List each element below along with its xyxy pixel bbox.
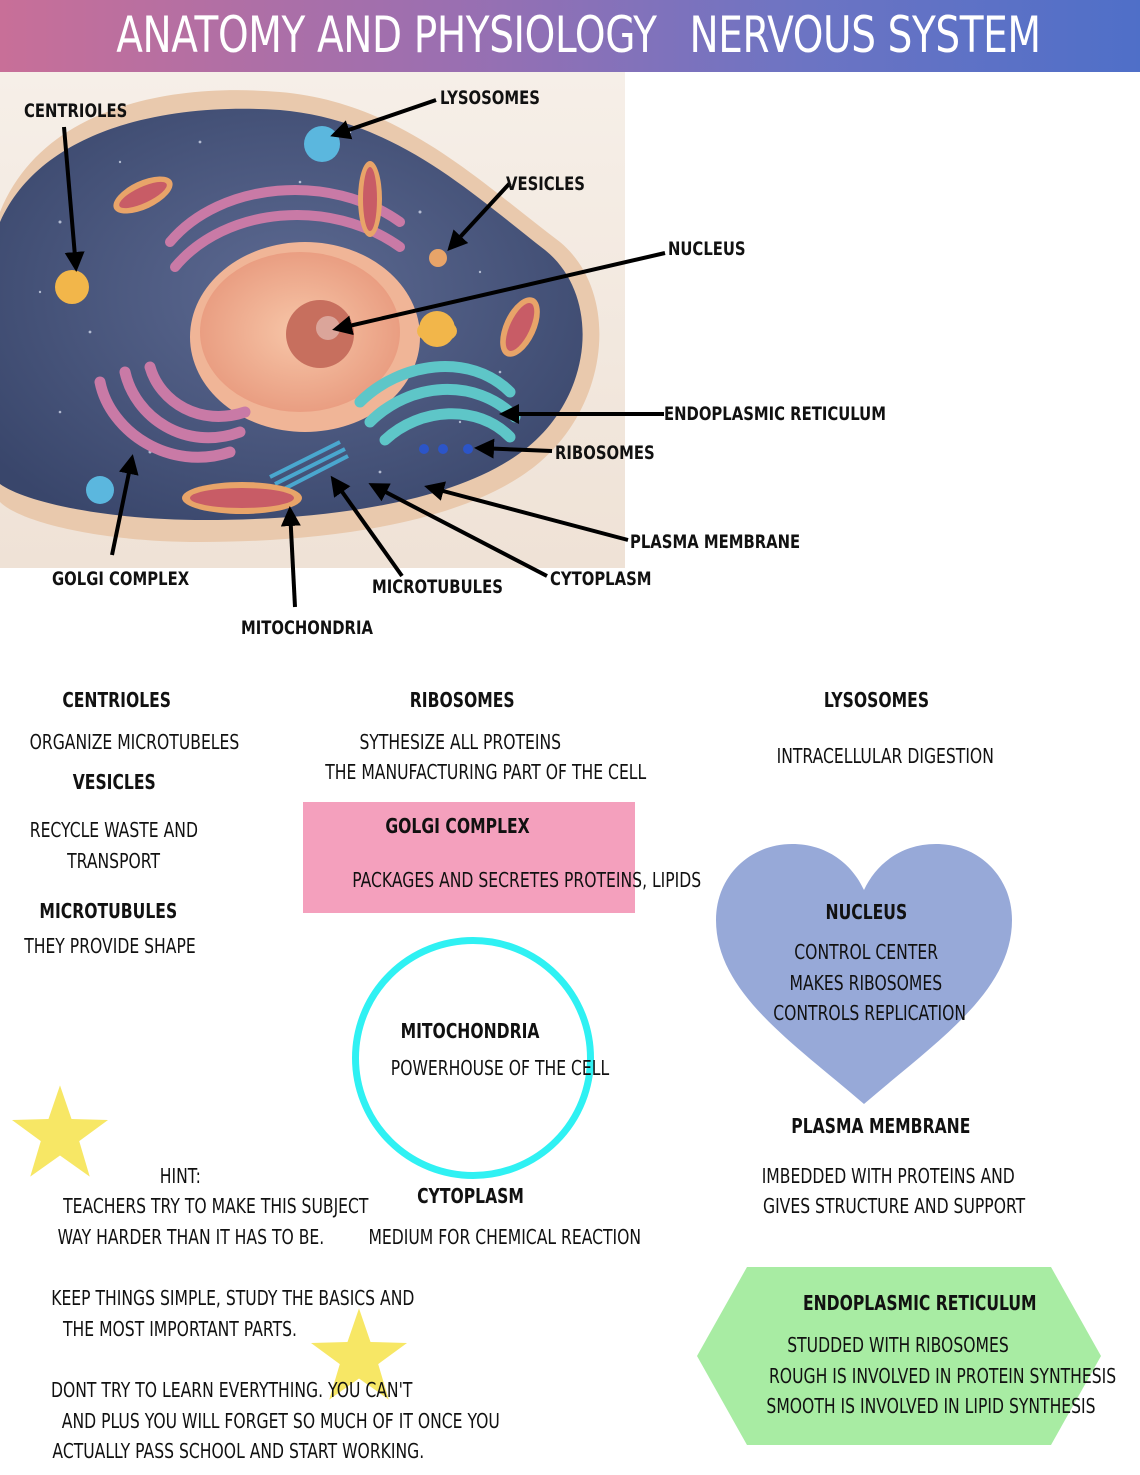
golgi-box (303, 802, 635, 913)
hint-title: HINT: (159, 1164, 201, 1188)
note-er-line-1: STUDDED WITH RIBOSOMES (787, 1333, 1009, 1357)
title-left: ANATOMY AND PHYSIOLOGY (116, 6, 657, 64)
label-golgi-complex: GOLGI COMPLEX (52, 568, 190, 590)
note-ribosomes-title: RIBOSOMES (409, 688, 515, 712)
note-microtubules-title: MICROTUBULES (39, 899, 177, 923)
nucleus-heart (716, 844, 1012, 1104)
note-ribosomes-line-1: SYTHESIZE ALL PROTEINS (359, 730, 561, 754)
note-lysosomes-title: LYSOSOMES (823, 688, 929, 712)
note-centrioles-text: ORGANIZE MICROTUBELES (29, 730, 240, 754)
star-icon (311, 1308, 407, 1400)
hint-line-1: TEACHERS TRY TO MAKE THIS SUBJECT (63, 1194, 369, 1218)
note-microtubules-text: THEY PROVIDE SHAPE (24, 934, 196, 958)
note-nucleus-line-2: MAKES RIBOSOMES (789, 971, 943, 995)
label-arrows (62, 98, 666, 608)
hint-line-6: AND PLUS YOU WILL FORGET SO MUCH OF IT O… (61, 1409, 500, 1433)
label-microtubules: MICROTUBULES (372, 576, 503, 598)
hint-line-3: KEEP THINGS SIMPLE, STUDY THE BASICS AND (51, 1286, 415, 1310)
note-er-line-3: SMOOTH IS INVOLVED IN LIPID SYNTHESIS (766, 1394, 1096, 1418)
note-er-line-2: ROUGH IS INVOLVED IN PROTEIN SYNTHESIS (768, 1364, 1117, 1388)
star-icon (12, 1085, 108, 1177)
hint-line-4: THE MOST IMPORTANT PARTS. (62, 1317, 297, 1341)
label-cytoplasm: CYTOPLASM (550, 568, 652, 590)
note-vesicles-title: VESICLES (72, 770, 156, 794)
hint-line-2: WAY HARDER THAN IT HAS TO BE. (57, 1225, 325, 1249)
note-golgi-title: GOLGI COMPLEX (385, 814, 531, 838)
note-centrioles-title: CENTRIOLES (62, 688, 172, 712)
note-lysosomes-text: INTRACELLULAR DIGESTION (776, 744, 994, 768)
label-centrioles: CENTRIOLES (24, 100, 128, 122)
note-cytoplasm-title: CYTOPLASM (416, 1184, 524, 1208)
note-nucleus-line-3: CONTROLS REPLICATION (773, 1001, 967, 1025)
label-vesicles: VESICLES (506, 173, 585, 195)
note-ribosomes-line-2: THE MANUFACTURING PART OF THE CELL (325, 760, 647, 784)
label-nucleus: NUCLEUS (668, 238, 746, 260)
label-mitochondria: MITOCHONDRIA (241, 617, 373, 639)
note-vesicles-line-2: TRANSPORT (67, 849, 161, 873)
title-right: NERVOUS SYSTEM (689, 6, 1042, 64)
label-endoplasmic-reticulum: ENDOPLASMIC RETICULUM (664, 403, 886, 425)
label-ribosomes: RIBOSOMES (555, 442, 655, 464)
header-banner: ANATOMY AND PHYSIOLOGY NERVOUS SYSTEM (0, 0, 1140, 72)
note-cytoplasm-text: MEDIUM FOR CHEMICAL REACTION (368, 1225, 642, 1249)
note-plasma-membrane-title: PLASMA MEMBRANE (791, 1114, 971, 1138)
note-vesicles-line-1: RECYCLE WASTE AND (29, 818, 199, 842)
label-plasma-membrane: PLASMA MEMBRANE (630, 531, 801, 553)
note-plasma-membrane-line-2: GIVES STRUCTURE AND SUPPORT (762, 1194, 1026, 1218)
hint-line-5: DONT TRY TO LEARN EVERYTHING. YOU CAN'T (50, 1378, 413, 1402)
note-nucleus-line-1: CONTROL CENTER (794, 940, 938, 964)
note-mitochondria-title: MITOCHONDRIA (400, 1019, 540, 1043)
note-plasma-membrane-line-1: IMBEDDED WITH PROTEINS AND (761, 1164, 1015, 1188)
note-golgi-text: PACKAGES AND SECRETES PROTEINS, LIPIDS (352, 868, 702, 892)
hint-line-7: ACTUALLY PASS SCHOOL AND START WORKING. (52, 1439, 425, 1463)
note-er-title: ENDOPLASMIC RETICULUM (802, 1291, 1037, 1315)
note-nucleus-title: NUCLEUS (825, 900, 907, 924)
label-lysosomes: LYSOSOMES (440, 87, 540, 109)
mitochondria-circle (352, 937, 594, 1179)
er-hexagon (697, 1267, 1101, 1445)
note-mitochondria-text: POWERHOUSE OF THE CELL (390, 1056, 610, 1080)
cell-illustration (0, 72, 625, 568)
